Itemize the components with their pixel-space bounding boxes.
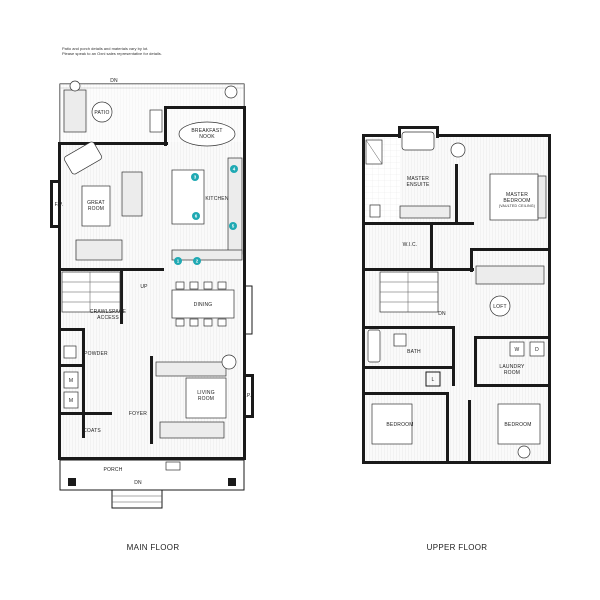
- great-room-label-2: ROOM: [88, 206, 104, 212]
- main-up-label: UP: [140, 284, 148, 290]
- living-table: [185, 377, 227, 419]
- marker-4-label: 4: [233, 167, 236, 172]
- marker-3: [191, 173, 199, 181]
- coats-label: COATS: [83, 428, 101, 434]
- dining-label: DINING: [194, 302, 213, 308]
- bath-label: BATH: [407, 349, 421, 355]
- master-label-2: BEDROOM: [503, 198, 530, 204]
- marker-6: [192, 212, 200, 220]
- ensuite-label-2: ENSUITE: [406, 182, 430, 188]
- upper-floor-caption: UPPER FLOOR: [427, 543, 488, 552]
- breakfast-label-1: BREAKFAST: [191, 128, 222, 134]
- ensuite-vanity: [399, 205, 451, 219]
- linen-label: L: [432, 377, 435, 383]
- great-room-label-1: GREAT: [87, 200, 105, 206]
- ensuite-tub: [401, 131, 435, 151]
- marker-1-label: 1: [177, 259, 180, 264]
- front-porch: [59, 459, 245, 491]
- great-room-sofa-2: [75, 239, 123, 261]
- marker-2: [193, 257, 201, 265]
- loft-sofa: [475, 265, 545, 285]
- breakfast-label-2: NOOK: [199, 134, 215, 140]
- ensuite-label-1: MASTER: [407, 176, 429, 182]
- loft-label: LOFT: [493, 304, 507, 310]
- marker-6-label: 6: [195, 214, 198, 219]
- powder-label: POWDER: [84, 351, 108, 357]
- living-label-2: ROOM: [198, 396, 214, 402]
- patio-table: [91, 101, 113, 123]
- laundry-label-2: ROOM: [504, 370, 520, 376]
- marker-5-label: 5: [232, 224, 235, 229]
- master-label-3: (VAULTED CEILING): [499, 204, 535, 208]
- bedroom-right-bed: [497, 403, 541, 445]
- upper-floor-plan: MASTER ENSUITE MASTER BEDROOM (VAULTED C…: [362, 126, 551, 464]
- washer-label: W: [515, 347, 520, 353]
- master-label-1: MASTER: [506, 192, 528, 198]
- note-line-1: Patio and porch details and materials va…: [62, 46, 148, 51]
- m-closet-1-label: M: [69, 378, 73, 384]
- living-label-1: LIVING: [197, 390, 215, 396]
- wic-label: W.I.C.: [403, 242, 418, 248]
- bath-tub: [367, 329, 381, 363]
- main-fp-left-label: F.P.: [55, 202, 64, 208]
- dining-table: [171, 289, 235, 319]
- patio-sofa: [63, 89, 87, 133]
- loft-table: [489, 295, 511, 317]
- porch-label: PORCH: [103, 467, 122, 473]
- main-dn-bottom-label: DN: [134, 480, 142, 486]
- bedroom-left-bed: [371, 403, 413, 445]
- laundry-label-1: LAUNDRY: [499, 364, 525, 370]
- main-floor-plan: DN F.P. F.P. PATIO BREAKFAST NOOK: [50, 78, 254, 509]
- kitchen-label: KITCHEN: [205, 196, 229, 202]
- bedroom-right-label: BEDROOM: [504, 422, 531, 428]
- marker-3-label: 3: [194, 175, 197, 180]
- patio-label: PATIO: [94, 110, 109, 116]
- note-line-2: Please speak to an Oxni sales representa…: [62, 51, 162, 56]
- crawlspace-label-1: CRAWLSPACE: [90, 309, 127, 315]
- m-closet-2-label: M: [69, 398, 73, 404]
- main-dn-top-label: DN: [110, 78, 118, 84]
- main-fp-right-label: F.P.: [243, 393, 252, 399]
- great-room-sofa: [121, 171, 143, 217]
- dryer-label: D: [535, 347, 539, 353]
- living-sofa: [159, 421, 225, 439]
- marker-5: [229, 222, 237, 230]
- breakfast-table: [178, 121, 236, 147]
- marker-1: [174, 257, 182, 265]
- great-room-table: [81, 185, 111, 227]
- foyer-label: FOYER: [129, 411, 147, 417]
- bedroom-left-label: BEDROOM: [386, 422, 413, 428]
- main-floor-caption: MAIN FLOOR: [127, 543, 180, 552]
- marker-4: [230, 165, 238, 173]
- front-steps: [111, 489, 163, 509]
- master-bed: [489, 173, 539, 221]
- marker-2-label: 2: [196, 259, 199, 264]
- crawlspace-label-2: ACCESS: [97, 315, 119, 321]
- upper-dn-label: DN: [438, 311, 446, 317]
- kitchen-markers: 1 2 3 4 5 6: [174, 165, 238, 265]
